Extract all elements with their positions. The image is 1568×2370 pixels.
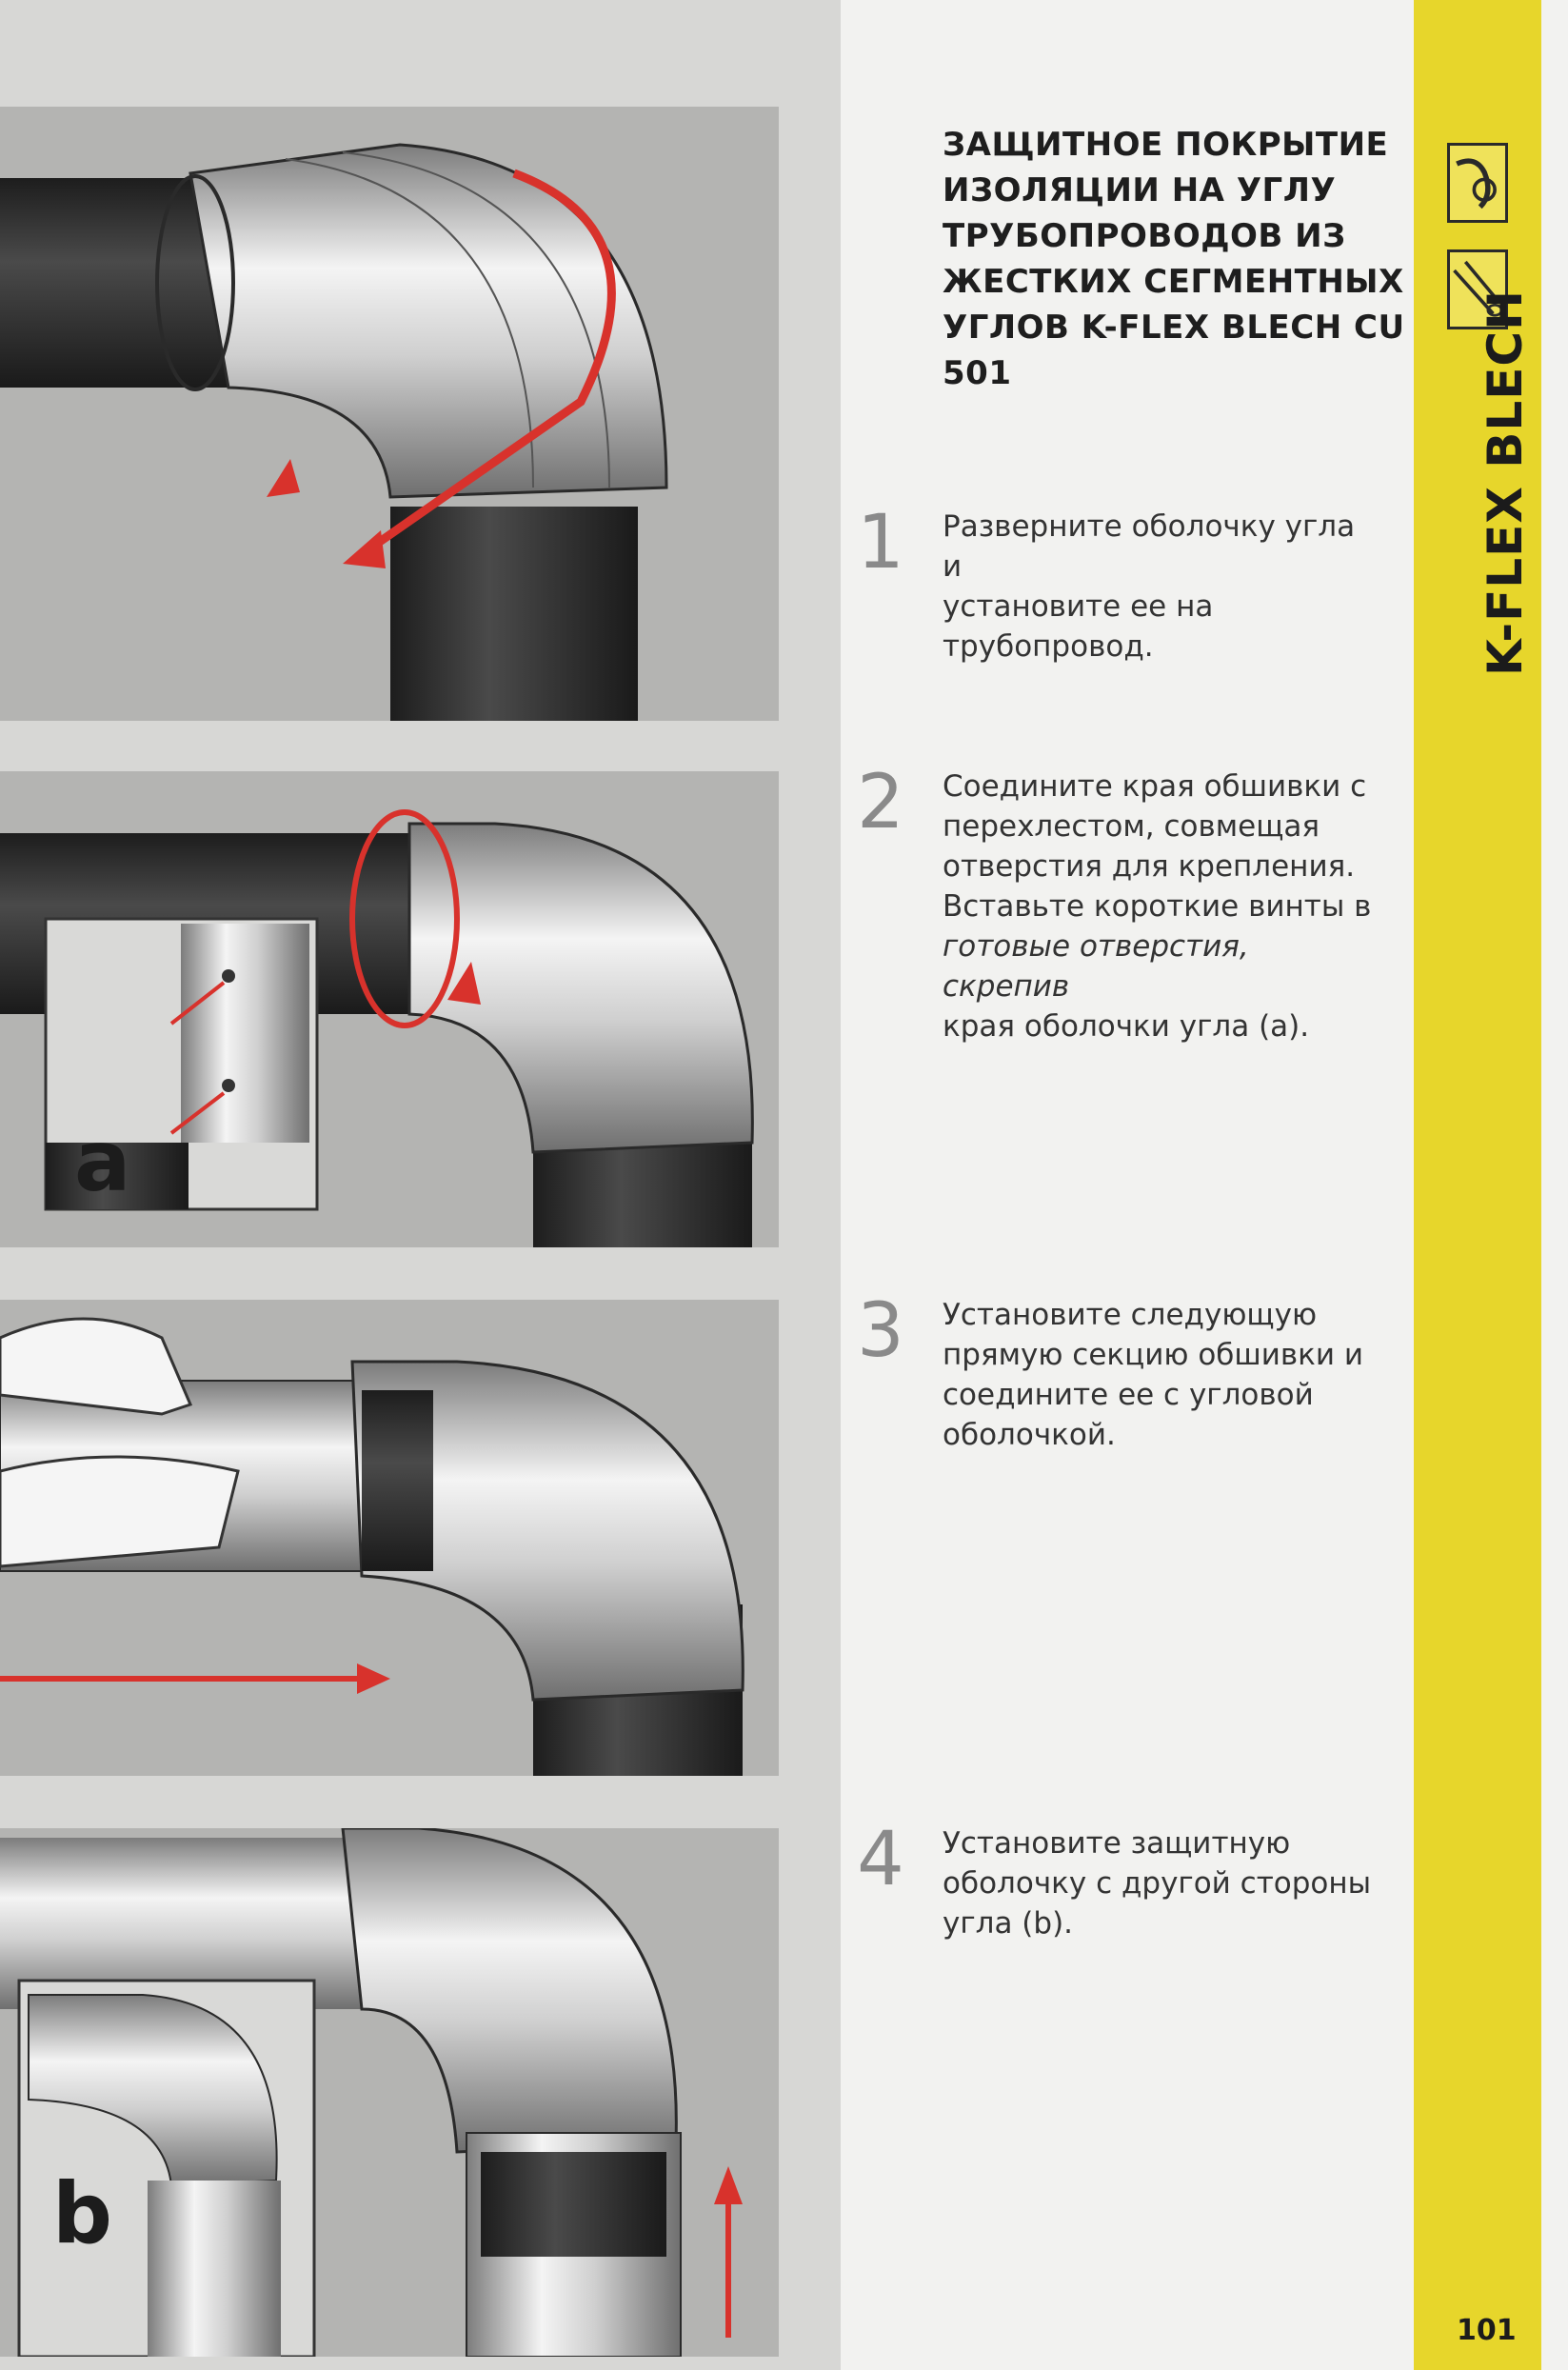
page-number: 101 xyxy=(1457,2314,1517,2347)
insulated-pipe-vertical xyxy=(390,507,638,721)
step-2-text-normal: Соедините края обшивки с перехлестом, со… xyxy=(943,769,1372,924)
step-1-text: Разверните оболочку угла и установите ее… xyxy=(943,509,1356,664)
step-3-text: Установите следующую прямую секцию обшив… xyxy=(943,1298,1364,1452)
overlap-arrow xyxy=(349,809,460,1028)
inset-b-label: b xyxy=(52,2164,112,2262)
hand-top xyxy=(0,1317,193,1416)
step-3-illustration xyxy=(0,1300,779,1776)
hand-bottom xyxy=(0,1455,240,1568)
step-2-illustration: a xyxy=(0,771,779,1247)
pipe-tube-icon xyxy=(1447,249,1508,329)
step-4-text: Установите защитную оболочку с другой ст… xyxy=(943,1826,1372,1941)
step-2-text-italic: готовые отверстия, скрепив xyxy=(943,929,1249,1004)
step-2-text-end: края оболочки угла (а). xyxy=(943,1009,1310,1044)
step-1-drawing xyxy=(0,143,668,721)
pipe-elbow-icon xyxy=(1447,143,1508,223)
elbow-cover xyxy=(189,143,668,499)
inset-a-label: a xyxy=(74,1112,130,1210)
page-title: ЗАЩИТНОЕ ПОКРЫТИЕ ИЗОЛЯЦИИ НА УГЛУ ТРУБО… xyxy=(943,126,1405,392)
step-1-number: 1 xyxy=(857,500,904,586)
sidebar: K-FLEX BLECH xyxy=(1414,0,1541,2370)
step-3-number: 3 xyxy=(857,1288,904,1374)
sidebar-label: K-FLEX BLECH xyxy=(1478,289,1533,676)
step-2-number: 2 xyxy=(857,760,904,846)
step-1-illustration xyxy=(0,107,779,721)
step-2-text: Соедините края обшивки с перехлестом, со… xyxy=(943,767,1380,1046)
step-3-drawing xyxy=(0,1317,744,1776)
step-2-drawing: a xyxy=(0,809,754,1247)
step-4-drawing: b xyxy=(0,1828,743,2357)
elbow-cover xyxy=(407,822,754,1154)
rotation-arrow xyxy=(359,169,616,558)
step-4-illustration: b xyxy=(0,1828,779,2357)
step-4-number: 4 xyxy=(857,1817,904,1902)
